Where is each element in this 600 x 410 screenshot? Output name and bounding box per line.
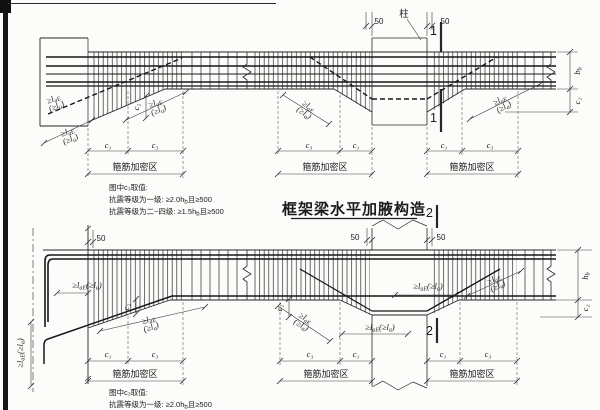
zone-label: 箍筋加密区: [449, 161, 494, 172]
anchor-length-label: ≥laE(≥la): [72, 280, 102, 292]
dim-c2: c₂: [580, 305, 590, 312]
section-mark-1: 1: [430, 24, 437, 38]
beam-break-mark: [546, 250, 556, 300]
annotation-texts: 框架梁水平加腋构造 图中c₃取值: 抗震等级为一级: ≥2.0hb且≥500 抗…: [109, 182, 426, 410]
dim-c2: c₂: [121, 304, 131, 311]
zone-label: 箍筋加密区: [449, 368, 494, 379]
anchor-length-label: ≥laE(≥la): [146, 95, 168, 119]
top-beam-plan-drawing: c₁ c₃ c₃ c₁ c₁ c₃ 箍筋加密区 箍筋加密区 箍筋加密区 50 5…: [39, 8, 584, 178]
dim-c3: c₃: [152, 140, 159, 150]
dimensions: [40, 12, 578, 178]
longitudinal-bars: [46, 56, 556, 115]
anchor-length-label: ≥laE(≥la): [15, 338, 27, 368]
zone-label: 箍筋加密区: [112, 161, 157, 172]
drawing-title: 框架梁水平加腋构造: [282, 200, 426, 218]
dim-c1: c₁: [441, 140, 448, 150]
dim-c3: c₃: [487, 140, 494, 150]
haunch-bars: [299, 268, 501, 312]
longitudinal-bars: [43, 254, 556, 364]
dim-50: 50: [375, 17, 384, 26]
dim-50: 50: [437, 233, 446, 242]
anchor-length-label: ≥laE(≥la): [44, 91, 66, 115]
beam-break-mark: [242, 250, 252, 300]
note-heading: 图中c₃取值:: [109, 387, 148, 397]
concrete-outline: [32, 219, 556, 392]
concrete-outline: [39, 37, 556, 127]
dim-50: 50: [351, 233, 360, 242]
dim-c3: c₃: [485, 349, 492, 359]
zone-label: 箍筋加密区: [112, 368, 157, 379]
dim-c1: c₁: [440, 349, 447, 359]
haunch-bar-dashed: [309, 56, 498, 100]
zone-label: 箍筋加密区: [303, 368, 348, 379]
dim-c1: c₁: [105, 140, 112, 150]
note-line: 抗震等级为一级: ≥2.0hb且≥500: [109, 194, 212, 206]
dim-c2: c₂: [572, 98, 582, 105]
beam-break-mark: [546, 52, 556, 89]
column-leader-line: [406, 18, 422, 41]
haunch-bar-dashed: [47, 57, 183, 115]
dim-c1: c₁: [353, 140, 360, 150]
section-mark-2: 2: [426, 324, 433, 338]
beam-width-label: bb: [572, 67, 584, 74]
dim-c3: c₃: [152, 349, 159, 359]
dim-c2: c₂: [131, 104, 141, 111]
anchor-length-label: ≥laE(≥la): [365, 322, 395, 334]
dim-c3: c₃: [306, 140, 313, 150]
anchor-length-label: ≥laE(≥la): [294, 97, 318, 122]
note-line: 抗震等级为一级: ≥2.0hb且≥500: [109, 399, 212, 410]
dimensions: [27, 205, 592, 390]
anchor-length-label: ≥laE(≥la): [413, 281, 443, 293]
section-mark-1: 1: [430, 111, 437, 125]
stirrup-ticks: [93, 250, 547, 326]
dim-c1: c₁: [353, 349, 360, 359]
bottom-beam-elevation-drawing: c₁ c₃ c₃ c₁ c₁ c₃ 箍筋加密区 箍筋加密区 箍筋加密区 50 5…: [15, 205, 592, 392]
dim-c2: c₂: [274, 305, 284, 312]
dim-50: 50: [97, 234, 106, 243]
note-line: 抗震等级为二~四级: ≥1.5hb且≥500: [109, 206, 224, 218]
dim-c3: c₃: [307, 349, 314, 359]
anchor-length-label: ≥laE(≥la): [139, 312, 160, 336]
zone-label: 箍筋加密区: [302, 161, 347, 172]
anchor-length-label: ≥laE(≥la): [490, 91, 514, 116]
section-mark-2: 2: [426, 206, 433, 220]
anchor-length-label: ≥laE(≥la): [291, 309, 315, 334]
dim-c1: c₁: [105, 349, 112, 359]
dim-50: 50: [441, 17, 450, 26]
column-break-mark: [371, 380, 428, 391]
column-break-mark: [371, 219, 428, 230]
column-label: 柱: [399, 8, 409, 20]
anchor-length-label: ≥laE(≥la): [58, 124, 80, 148]
note-heading: 图中c₃取值:: [109, 182, 148, 192]
scan-edge-artifacts: [0, 0, 276, 410]
beam-depth-label: hb: [580, 272, 592, 279]
beam-break-mark: [242, 52, 252, 89]
